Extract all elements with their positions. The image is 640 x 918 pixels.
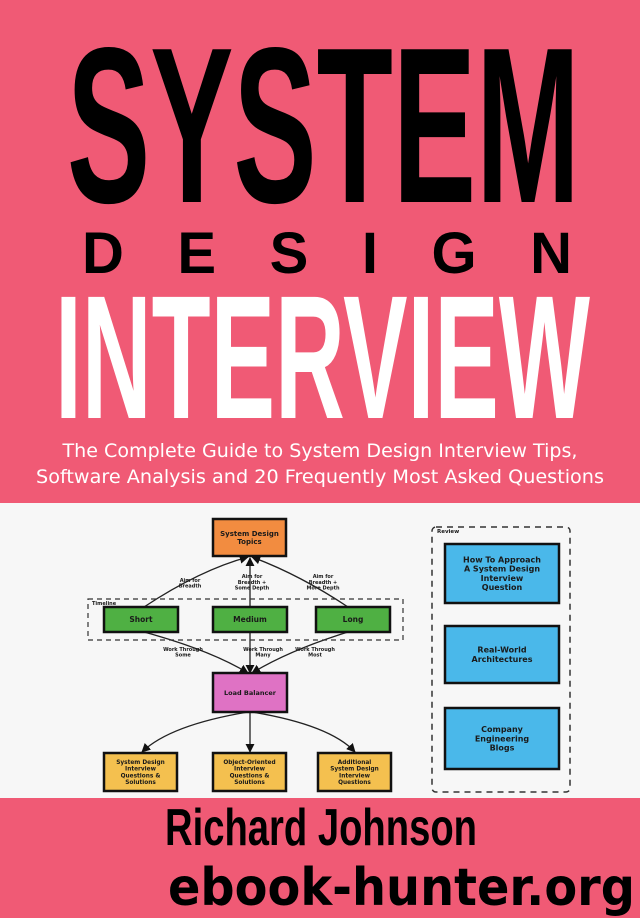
timeline-box-long xyxy=(314,605,392,634)
aim-label: Aim for xyxy=(313,574,334,580)
review-box-label: Architectures xyxy=(472,655,533,664)
work-label: Work Through xyxy=(163,647,203,653)
review-box-label: Company xyxy=(481,725,524,734)
question-box xyxy=(211,751,288,793)
work-label: Work Through xyxy=(243,647,283,653)
question-box xyxy=(316,751,393,793)
author-name: Richard Johnson xyxy=(165,799,477,857)
question-box-label: Interview xyxy=(125,767,157,773)
aim-label: More Depth xyxy=(306,586,340,592)
arrow-long-to-topics xyxy=(251,555,349,608)
question-box-label: Questions & xyxy=(121,773,161,779)
aim-label: Breadth xyxy=(179,584,202,590)
review-box-label: Engineering xyxy=(475,734,530,743)
load-balancer-box xyxy=(211,671,289,714)
question-box-label: Questions xyxy=(338,780,371,786)
aim-label: Aim for xyxy=(180,578,201,584)
watermark-text: ebook-hunter.org xyxy=(168,858,635,918)
subtitle-line-1: The Complete Guide to System Design Inte… xyxy=(61,440,577,462)
review-box-label: How To Approach xyxy=(463,556,541,565)
title-interview: INTERVIEW xyxy=(55,260,590,456)
review-box-label: Interview xyxy=(481,574,524,583)
review-box xyxy=(443,624,561,685)
topics-box xyxy=(211,517,288,558)
review-box-label: Question xyxy=(482,583,523,592)
question-box-label: Solutions xyxy=(234,780,265,786)
subtitle-line-2: Software Analysis and 20 Frequently Most… xyxy=(36,466,604,488)
work-label: Most xyxy=(308,653,322,659)
review-box xyxy=(443,542,561,605)
review-box-label: A System Design xyxy=(464,565,540,574)
topics-box-label: Topics xyxy=(237,538,261,546)
timeline-box-label: Long xyxy=(343,615,364,624)
question-box-label: System Design xyxy=(116,760,165,766)
load-balancer-box-label: Load Balancer xyxy=(224,689,277,697)
review-box-label: Real-World xyxy=(477,646,526,655)
aim-label: Some Depth xyxy=(235,586,270,592)
timeline-group xyxy=(87,598,404,641)
work-label: Some xyxy=(175,653,191,659)
work-label: Many xyxy=(255,653,271,659)
aim-label: Breadth + xyxy=(309,580,338,586)
review-label: Review xyxy=(437,529,459,535)
question-box-label: Additional xyxy=(338,760,372,766)
timeline-box-short xyxy=(102,605,180,634)
review-box xyxy=(443,706,561,771)
title-system: SYSTEM xyxy=(67,2,580,250)
question-box-label: Interview xyxy=(234,767,266,773)
work-label: Work Through xyxy=(295,647,335,653)
timeline-box-label: Short xyxy=(129,615,153,624)
arrow-long-to-lb xyxy=(251,631,349,674)
aim-label: Breadth + xyxy=(238,580,267,586)
aim-label: Aim for xyxy=(242,574,263,580)
question-box-label: Interview xyxy=(339,773,371,779)
question-box xyxy=(102,751,179,793)
arrow-short-to-lb xyxy=(143,631,249,674)
question-box-label: Solutions xyxy=(125,780,156,786)
question-box-label: Object-Oriented xyxy=(223,760,275,766)
review-group xyxy=(431,526,571,793)
timeline-box-label: Medium xyxy=(233,615,267,624)
arrow-lb-to-q1 xyxy=(141,711,249,753)
arrow-lb-to-q3 xyxy=(251,711,356,753)
topics-box-label: System Design xyxy=(220,530,279,538)
timeline-box-medium xyxy=(211,605,289,634)
question-box-label: Questions & xyxy=(230,773,270,779)
question-box-label: System Design xyxy=(330,767,379,773)
review-box-label: Blogs xyxy=(490,744,515,753)
timeline-label: Timeline xyxy=(92,601,117,607)
